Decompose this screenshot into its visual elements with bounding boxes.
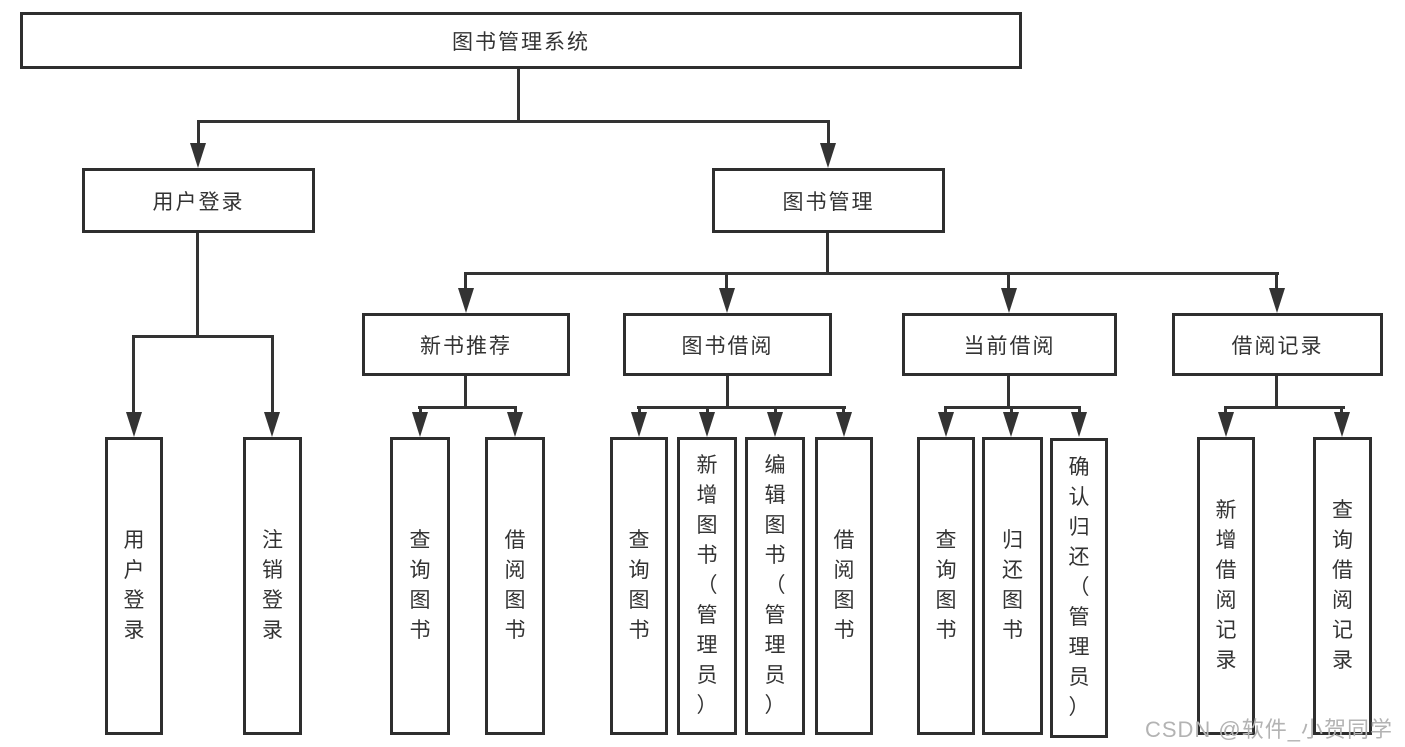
node-book-management-label: 图书管理 <box>782 190 875 214</box>
leaf-query-books-recommend: 查询图书 <box>390 437 450 735</box>
connector-line <box>271 335 274 417</box>
connector-line <box>464 376 467 409</box>
arrow-down-icon <box>767 412 783 437</box>
leaf-borrow-books-recommend: 借阅图书 <box>485 437 545 735</box>
arrow-down-icon <box>1269 288 1285 313</box>
arrow-down-icon <box>507 412 523 437</box>
node-new-book-recommend: 新书推荐 <box>362 313 570 376</box>
node-current-borrow-label: 当前借阅 <box>963 334 1056 358</box>
arrow-down-icon <box>1003 412 1019 437</box>
node-borrow-records-label: 借阅记录 <box>1231 334 1324 358</box>
connector-line <box>464 272 467 294</box>
connector-line <box>196 233 199 338</box>
watermark: CSDN @软件_小贺同学 <box>1144 717 1393 742</box>
arrow-down-icon <box>458 288 474 313</box>
leaf-user-login: 用户登录 <box>105 437 163 735</box>
connector-line <box>197 120 830 123</box>
node-new-book-recommend-label: 新书推荐 <box>420 334 512 358</box>
node-book-management: 图书管理 <box>712 168 945 233</box>
leaf-add-books-admin: 新增图书（管理员） <box>677 437 737 735</box>
arrow-down-icon <box>126 412 142 437</box>
connector-line <box>1078 406 1081 416</box>
arrow-down-icon <box>1071 412 1087 437</box>
connector-line <box>418 406 517 409</box>
arrow-down-icon <box>820 143 836 168</box>
connector-line <box>726 376 729 409</box>
node-book-borrow-label: 图书借阅 <box>681 334 774 358</box>
connector-line <box>638 406 641 416</box>
leaf-logout: 注销登录 <box>243 437 302 735</box>
arrow-down-icon <box>719 288 735 313</box>
connector-line <box>725 272 728 294</box>
node-user-login-group-label: 用户登录 <box>152 190 245 214</box>
connector-line <box>464 272 1279 275</box>
arrow-down-icon <box>1001 288 1017 313</box>
connector-line <box>517 69 520 122</box>
arrow-down-icon <box>264 412 280 437</box>
node-book-borrow: 图书借阅 <box>623 313 832 376</box>
connector-line <box>1007 272 1010 294</box>
connector-line <box>132 335 274 338</box>
leaf-query-books-borrow: 查询图书 <box>610 437 668 735</box>
leaf-edit-books-admin: 编辑图书（管理员） <box>745 437 805 735</box>
connector-line <box>842 406 845 416</box>
connector-line <box>197 120 200 150</box>
arrow-down-icon <box>1334 412 1350 437</box>
node-current-borrow: 当前借阅 <box>902 313 1117 376</box>
leaf-confirm-return-admin: 确认归还（管理员） <box>1050 438 1108 738</box>
connector-line <box>514 406 517 416</box>
connector-line <box>132 335 135 417</box>
connector-line <box>637 406 846 409</box>
arrow-down-icon <box>631 412 647 437</box>
connector-line <box>1340 406 1343 416</box>
connector-line <box>1224 406 1345 409</box>
connector-line <box>1007 376 1010 409</box>
root-node: 图书管理系统 <box>20 12 1022 69</box>
arrow-down-icon <box>190 143 206 168</box>
arrow-down-icon <box>412 412 428 437</box>
arrow-down-icon <box>1218 412 1234 437</box>
connector-line <box>826 233 829 275</box>
connector-line <box>1275 376 1278 409</box>
leaf-return-books: 归还图书 <box>982 437 1043 735</box>
arrow-down-icon <box>699 412 715 437</box>
connector-line <box>774 406 777 416</box>
leaf-query-books-current: 查询图书 <box>917 437 975 735</box>
connector-line <box>827 120 830 150</box>
connector-line <box>1224 406 1227 416</box>
node-borrow-records: 借阅记录 <box>1172 313 1383 376</box>
connector-line <box>1275 272 1278 294</box>
leaf-borrow-books: 借阅图书 <box>815 437 873 735</box>
connector-line <box>944 406 947 416</box>
connector-line <box>419 406 422 416</box>
arrow-down-icon <box>938 412 954 437</box>
leaf-query-borrow-record: 查询借阅记录 <box>1313 437 1372 735</box>
root-node-label: 图书管理系统 <box>452 30 590 54</box>
arrow-down-icon <box>836 412 852 437</box>
leaf-add-borrow-record: 新增借阅记录 <box>1197 437 1255 735</box>
connector-line <box>1010 406 1013 416</box>
connector-line <box>706 406 709 416</box>
node-user-login-group: 用户登录 <box>82 168 315 233</box>
